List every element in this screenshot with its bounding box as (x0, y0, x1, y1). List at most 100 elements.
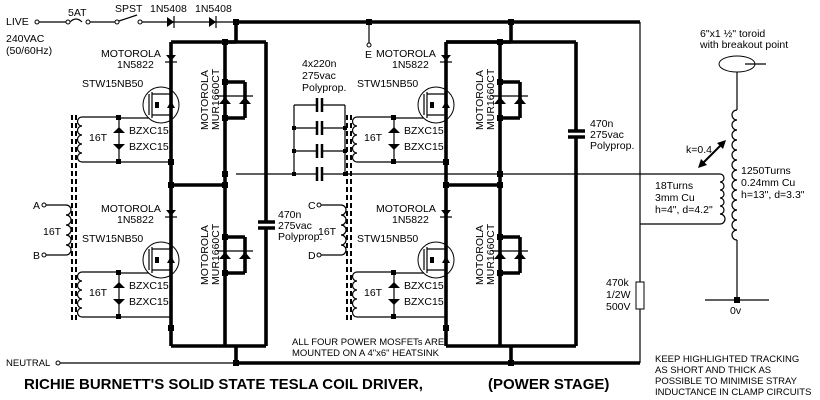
fuse-icon (65, 18, 91, 25)
primary-label-1: 18Turns (655, 180, 693, 192)
zener-diode-icon (388, 282, 400, 288)
heatsink-note-2: MOUNTED ON A 4"x6" HEATSINK (292, 348, 440, 359)
neutral-terminal (55, 360, 61, 366)
clamp-part-label: MUR1660CT (210, 223, 222, 285)
mosfet-part-label: STW15NB50 (357, 78, 418, 90)
rectifier2-label: 1N5408 (195, 3, 232, 15)
tracking-note-3: POSSIBLE TO MINIMISE STRAY (655, 376, 798, 387)
gate-turns-label: 16T (89, 287, 108, 299)
clamp-diode-icon (219, 252, 231, 259)
zener1-label: BZXC15 (129, 280, 169, 292)
drive-terminal-A[interactable] (41, 202, 47, 208)
supply-input: LIVE 5AT SPST 1N5408 1N5408 240VAC (50/6… (6, 3, 236, 369)
clamp-diode-icon (514, 252, 526, 259)
zener1-label: BZXC15 (404, 280, 444, 292)
mosfet-part-label: STW15NB50 (82, 233, 143, 245)
live-label: LIVE (6, 16, 29, 28)
mosfet-icon (142, 241, 180, 279)
voltage-label: 240VAC (6, 33, 45, 45)
zener-diode-icon (388, 144, 400, 150)
bank-label-1: 4x220n (302, 58, 337, 70)
rectifier-diode-icon (167, 17, 174, 27)
zener-diode-icon (113, 299, 125, 305)
switch-label: SPST (115, 3, 143, 15)
right-bus-capacitor: 470n 275vac Polyprop. (568, 42, 634, 196)
gate-winding-icon (351, 271, 358, 318)
ground-node (734, 297, 740, 303)
zener2-label: BZXC15 (404, 296, 444, 308)
bleed-resistor: 470k 1/2W 500V (606, 277, 645, 313)
fuse-label: 5AT (68, 7, 87, 19)
secondary-label-2: 0.24mm Cu (741, 177, 795, 189)
zener2-label: BZXC15 (129, 296, 169, 308)
drive-winding-icon (65, 204, 72, 256)
heatsink-note-1: ALL FOUR POWER MOSFETs ARE (292, 337, 444, 348)
gate-winding-icon (351, 116, 358, 163)
toroid-label-1: 6"x1 ½" toroid (700, 28, 765, 40)
right-cap-label-2: 275vac (590, 129, 624, 141)
mosfet-part-label: STW15NB50 (82, 78, 143, 90)
primary-label-3: h=4", d=4.2" (655, 204, 713, 216)
bank-capacitor (292, 144, 347, 158)
secondary-label-3: h=13", d=3.3" (741, 189, 805, 201)
switch-icon (114, 14, 143, 25)
secondary-coil: 0v 6"x1 ½" toroid with breakout point 12… (686, 28, 805, 317)
diagram-subtitle: (POWER STAGE) (488, 376, 609, 393)
tracking-note-4: INDUCTANCE IN CLAMP CIRCUITS (655, 387, 811, 398)
diode-part-label: 1N5822 (117, 59, 154, 71)
clamp-diode-icon (494, 97, 506, 104)
mosfet-icon (142, 86, 180, 124)
gate-turns-label: 16T (364, 132, 383, 144)
right-cap-label-3: Polyprop. (590, 140, 634, 152)
earth-label: E (365, 49, 372, 61)
secondary-label-1: 1250Turns (741, 165, 791, 177)
rectifier-diode-icon (209, 17, 216, 27)
coupling-arrow-icon (698, 140, 726, 168)
coupling-label: k=0.4 (686, 144, 712, 156)
resistor-label-1: 470k (606, 277, 630, 289)
switch-right-upper: MOTOROLA1N5822STW15NB5016TBZXC15BZXC15MO… (351, 48, 528, 164)
diagram-title: RICHIE BURNETT'S SOLID STATE TESLA COIL … (24, 376, 423, 393)
rectifier1-label: 1N5408 (150, 3, 187, 15)
primary-label-2: 3mm Cu (655, 192, 695, 204)
bank-label-3: Polyprop. (302, 82, 346, 94)
switch-left-lower: MOTOROLA1N5822STW15NB5016TBZXC15BZXC15MO… (76, 203, 253, 319)
drive-turns-label: 16T (43, 226, 62, 238)
schottky-diode-icon (441, 210, 451, 216)
diode-make-label: MOTOROLA (376, 203, 436, 215)
drive-input-label: D (308, 250, 316, 262)
gate-turns-label: 16T (89, 132, 108, 144)
gate-winding-icon (76, 271, 83, 318)
zener1-label: BZXC15 (129, 125, 169, 137)
drive-terminal-C[interactable] (316, 202, 322, 208)
schottky-diode-icon (166, 210, 176, 216)
resistor-label-3: 500V (606, 301, 631, 313)
tracking-note-1: KEEP HIGHLIGHTED TRACKING (655, 354, 799, 365)
toroid-label-2: with breakout point (699, 39, 788, 51)
bank-label-2: 275vac (302, 70, 336, 82)
zener-diode-icon (113, 144, 125, 150)
drive-terminal-B[interactable] (41, 252, 47, 258)
left-cap-label-3: Polyprop. (278, 231, 322, 243)
clamp-make-label: MOTOROLA (199, 225, 211, 285)
half-bridge-left: MOTOROLA1N5822STW15NB5016TBZXC15BZXC15MO… (33, 39, 266, 348)
frequency-label: (50/60Hz) (6, 45, 52, 57)
clamp-make-label: MOTOROLA (199, 70, 211, 130)
drive-terminal-D[interactable] (316, 252, 322, 258)
live-terminal (34, 19, 40, 25)
primary-coil: 18Turns 3mm Cu h=4", d=4.2" (640, 173, 726, 225)
clamp-make-label: MOTOROLA (474, 70, 486, 130)
dc-bus: E (233, 19, 641, 366)
drive-turns-label: 16T (318, 226, 337, 238)
clamp-diode-icon (239, 97, 251, 104)
zener-diode-icon (113, 127, 125, 133)
clamp-make-label: MOTOROLA (474, 225, 486, 285)
gate-turns-label: 16T (364, 287, 383, 299)
tracking-note-2: AS SHORT AND THICK AS (655, 365, 771, 376)
clamp-diode-icon (239, 252, 251, 259)
ground-label: 0v (730, 305, 742, 317)
earth-terminal (366, 42, 372, 48)
capacitor-bank: 4x220n 275vac Polyprop. (236, 58, 640, 181)
zener-diode-icon (113, 282, 125, 288)
